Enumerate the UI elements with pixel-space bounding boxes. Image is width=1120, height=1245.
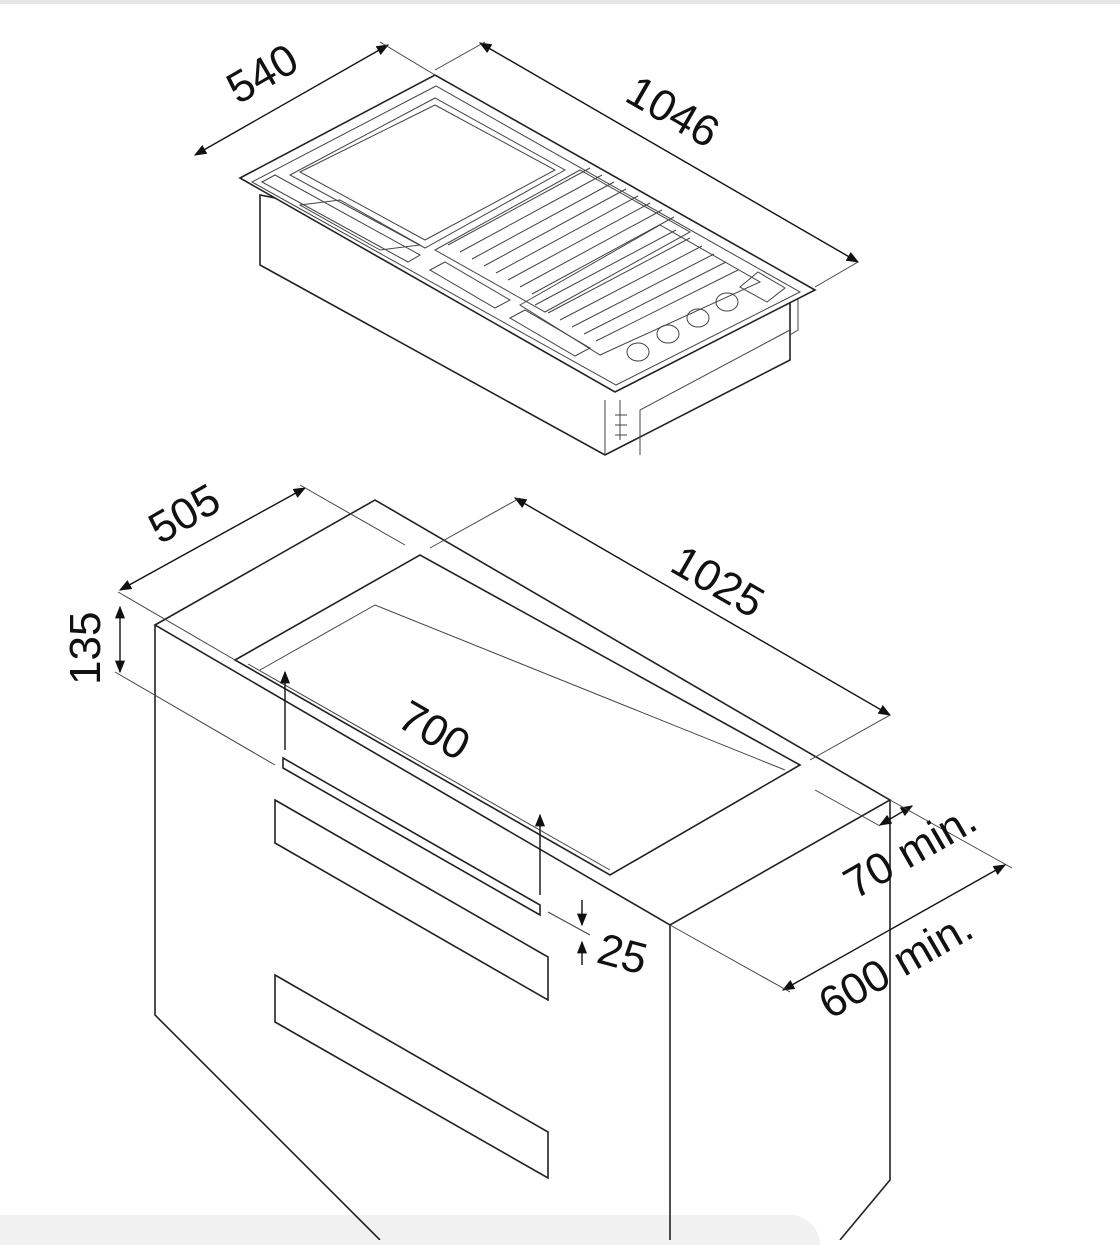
- dimension-line-540: [193, 44, 390, 156]
- window-top-edge: [0, 0, 1120, 4]
- cabinet-illustration: [153, 499, 892, 1240]
- dimension-line-505: [118, 487, 307, 591]
- dimension-label-25: 25: [592, 924, 652, 984]
- drawer-lower: [274, 973, 549, 1180]
- dimension-label-540: 540: [219, 35, 307, 114]
- dimension-label-700: 700: [390, 691, 478, 770]
- hob-illustration: [238, 74, 817, 456]
- brand-badge: [739, 271, 786, 303]
- drip-trays: [260, 174, 592, 357]
- drawer-upper: [274, 798, 549, 1002]
- cutout-slot: [282, 756, 541, 917]
- dimension-line-70: [878, 805, 914, 826]
- dimension-line-1046: [478, 42, 860, 263]
- control-knobs: [626, 292, 739, 362]
- dimension-line-1025: [513, 497, 892, 716]
- dimension-line-600: [781, 864, 1007, 991]
- gas-connector: [615, 400, 627, 440]
- dimension-label-600-min: 600 min.: [811, 902, 982, 1029]
- dimension-label-1025: 1025: [663, 536, 772, 627]
- dimension-label-1046: 1046: [618, 66, 727, 157]
- dimension-label-135: 135: [61, 612, 110, 685]
- dimension-label-505: 505: [141, 475, 229, 554]
